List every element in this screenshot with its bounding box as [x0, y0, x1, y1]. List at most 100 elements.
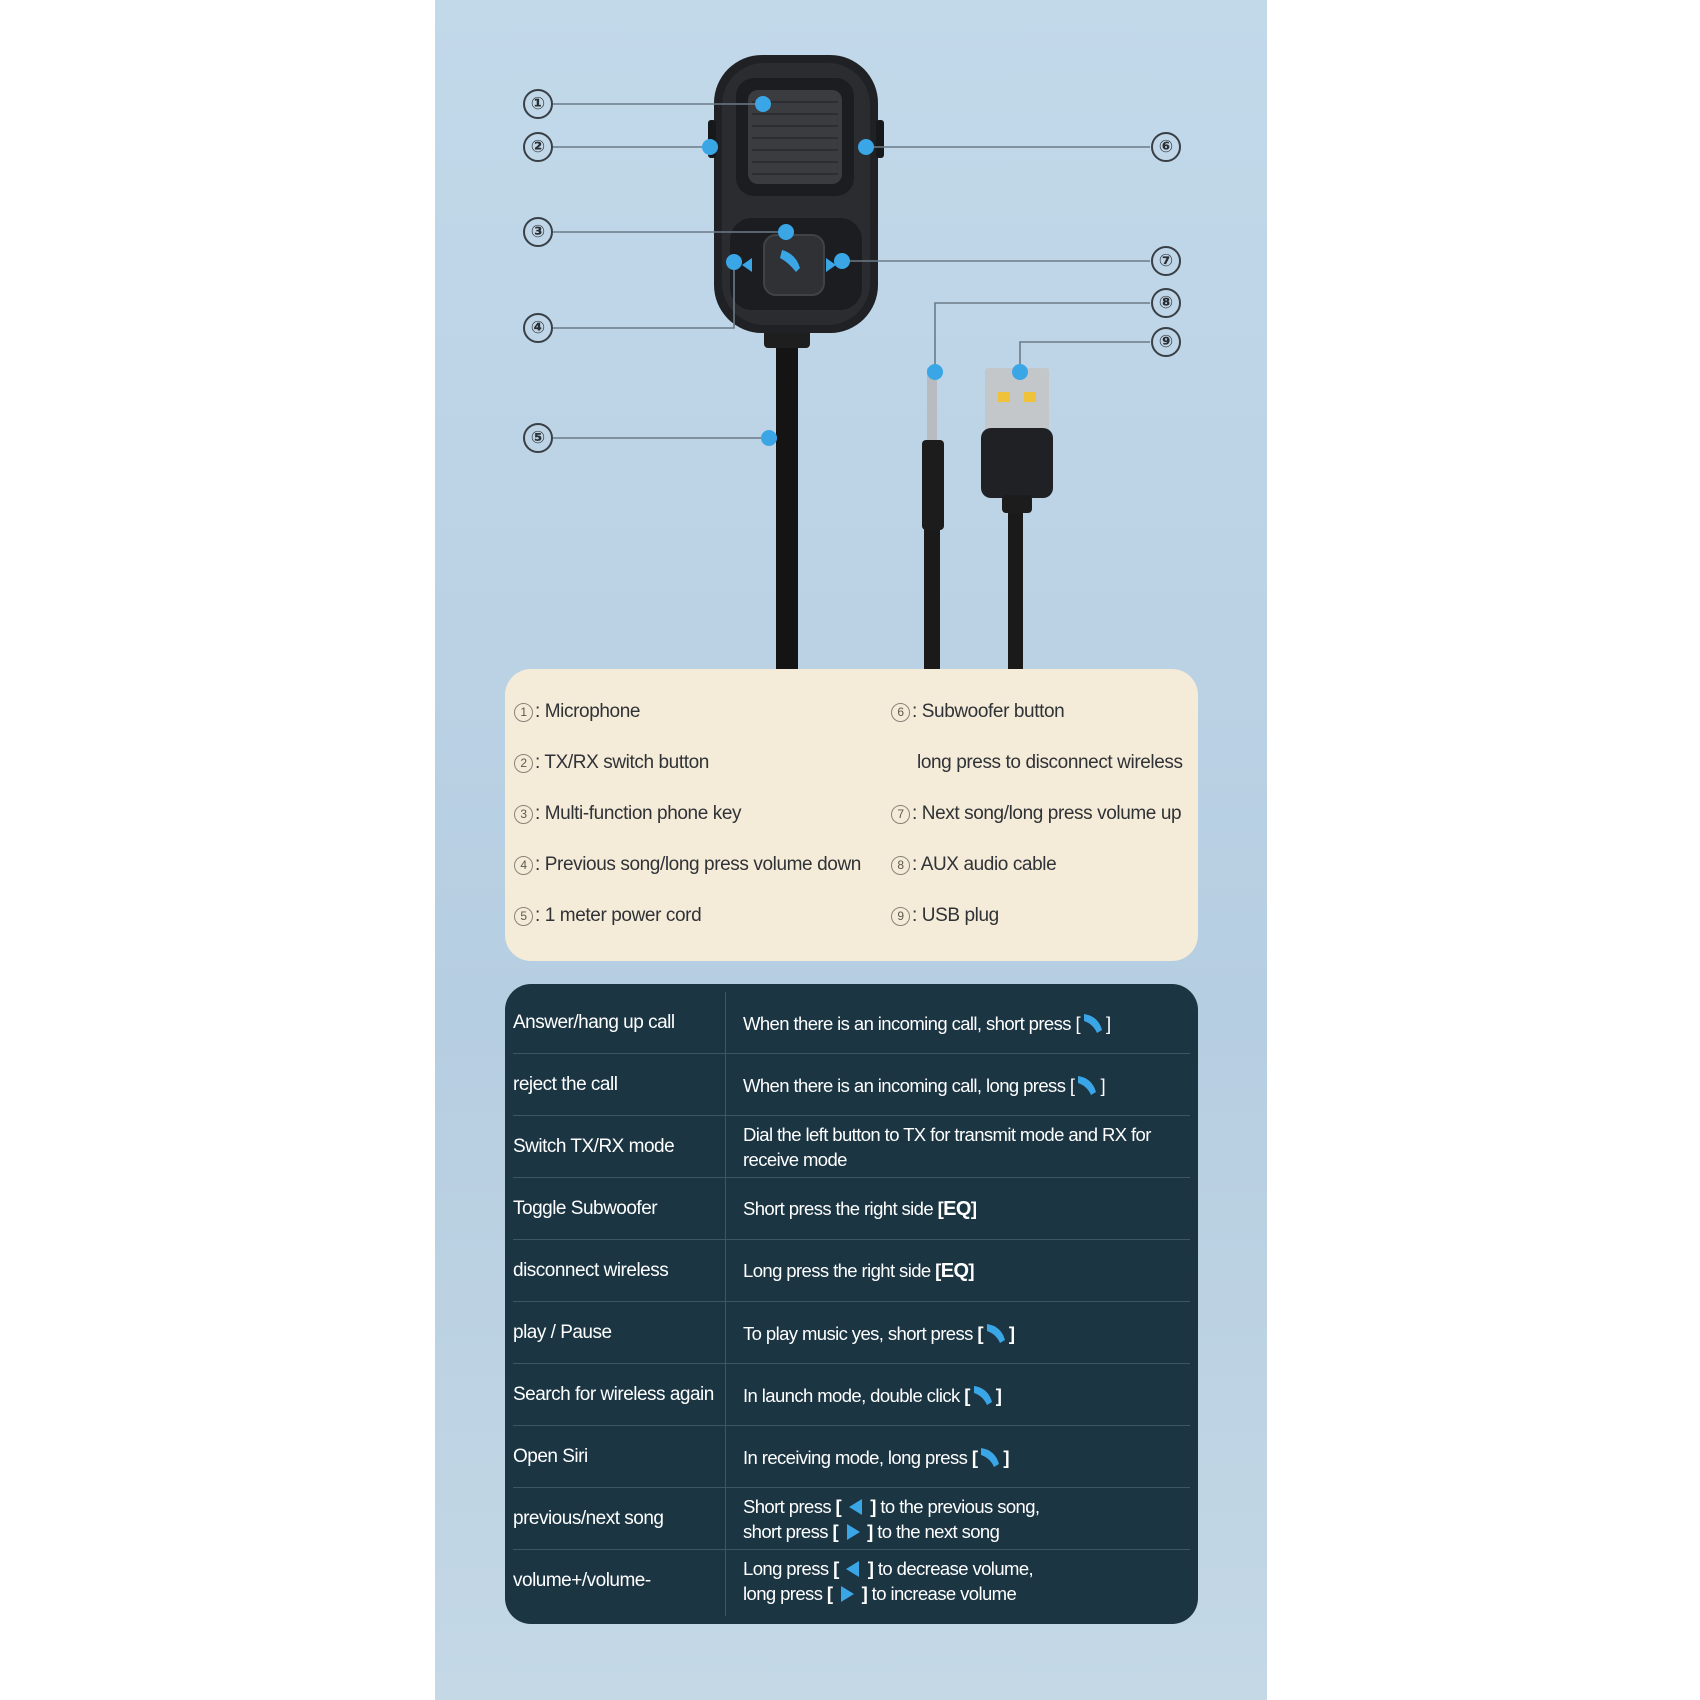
left-arrow-icon [848, 1499, 862, 1515]
description-cell: Long press the right side [EQ] [743, 1260, 975, 1282]
legend-item-6-detail: long press to disconnect wireless [917, 752, 1183, 774]
function-cell: Open Siri [513, 1446, 588, 1467]
table-row: Search for wireless again In launch mode… [505, 1364, 1198, 1426]
row-separator [513, 1549, 1190, 1550]
function-cell: previous/next song [513, 1508, 664, 1529]
legend-label: long press to disconnect wireless [917, 752, 1183, 773]
row-separator [513, 1363, 1190, 1364]
legend-label: : AUX audio cable [912, 854, 1057, 875]
left-arrow-icon [742, 258, 752, 272]
legend-number: 6 [891, 703, 910, 722]
description-cell: Short press the right side [EQ] [743, 1198, 977, 1220]
description-cell: When there is an incoming call, long pre… [743, 1054, 1193, 1116]
marker-1: ① [523, 89, 553, 119]
device-illustration [553, 55, 1150, 670]
legend-label: : Next song/long press volume up [912, 803, 1182, 824]
legend-number: 5 [514, 907, 533, 926]
legend-item-3: 3: Multi-function phone key [514, 803, 742, 825]
marker-2: ② [523, 132, 553, 162]
table-row: play / Pause To play music yes, short pr… [505, 1302, 1198, 1364]
legend-label: : Subwoofer button [912, 701, 1065, 722]
legend-item-4: 4: Previous song/long press volume down [514, 854, 861, 876]
table-row: volume+/volume- Long press [ ] to decrea… [505, 1550, 1198, 1612]
marker-9: ⑨ [1151, 327, 1181, 357]
marker-3: ③ [523, 217, 553, 247]
marker-4: ④ [523, 313, 553, 343]
operations-table: Answer/hang up call When there is an inc… [505, 984, 1198, 1624]
function-cell: play / Pause [513, 1322, 612, 1343]
legend-card: 1: Microphone 2: TX/RX switch button 3: … [505, 669, 1198, 961]
description-cell: Short press [ ] to the previous song, sh… [743, 1496, 1040, 1542]
legend-number: 9 [891, 907, 910, 926]
description-cell: In receiving mode, long press [] [743, 1426, 1193, 1488]
legend-label: : Microphone [535, 701, 641, 722]
description-cell: When there is an incoming call, short pr… [743, 992, 1193, 1054]
legend-label: : Previous song/long press volume down [535, 854, 861, 875]
marker-5: ⑤ [523, 423, 553, 453]
row-separator [513, 1239, 1190, 1240]
legend-item-2: 2: TX/RX switch button [514, 752, 709, 774]
marker-7: ⑦ [1151, 246, 1181, 276]
description-cell: Long press [ ] to decrease volume, long … [743, 1558, 1034, 1604]
table-row: previous/next song Short press [ ] to th… [505, 1488, 1198, 1550]
aux-plug-body [922, 440, 944, 530]
row-separator [513, 1177, 1190, 1178]
legend-label: : USB plug [912, 905, 999, 926]
table-row: reject the call When there is an incomin… [505, 1054, 1198, 1116]
row-separator [513, 1115, 1190, 1116]
legend-item-5: 5: 1 meter power cord [514, 905, 702, 927]
table-row: Open Siri In receiving mode, long press … [505, 1426, 1198, 1488]
table-row: Switch TX/RX mode Dial the left button t… [505, 1116, 1198, 1178]
usb-contact-left [998, 392, 1010, 402]
legend-item-1: 1: Microphone [514, 701, 640, 723]
aux-cable [924, 520, 940, 670]
legend-label: : Multi-function phone key [535, 803, 742, 824]
phone-key-icon [986, 1324, 1005, 1343]
legend-item-8: 8: AUX audio cable [891, 854, 1057, 876]
function-cell: Search for wireless again [513, 1384, 714, 1405]
description-cell: To play music yes, short press [] [743, 1302, 1193, 1364]
table-row: disconnect wireless Long press the right… [505, 1240, 1198, 1302]
legend-item-6: 6: Subwoofer button [891, 701, 1065, 723]
row-separator [513, 1487, 1190, 1488]
function-cell: volume+/volume- [513, 1570, 651, 1591]
legend-number: 7 [891, 805, 910, 824]
left-arrow-icon [846, 1561, 860, 1577]
right-arrow-icon [841, 1586, 855, 1602]
function-cell: disconnect wireless [513, 1260, 669, 1281]
highlight-dots [702, 96, 1028, 446]
eq-label: EQ [940, 1260, 969, 1282]
usb-cable [1008, 505, 1023, 670]
side-button-right [876, 120, 884, 158]
legend-label: : TX/RX switch button [535, 752, 709, 773]
usb-plug-metal [985, 368, 1049, 430]
usb-plug-body [981, 428, 1053, 498]
marker-6: ⑥ [1151, 132, 1181, 162]
marker-8: ⑧ [1151, 288, 1181, 318]
legend-number: 8 [891, 856, 910, 875]
legend-item-7: 7: Next song/long press volume up [891, 803, 1182, 825]
legend-number: 3 [514, 805, 533, 824]
function-cell: Answer/hang up call [513, 1012, 675, 1033]
description-cell: Dial the left button to TX for transmit … [743, 1124, 1151, 1170]
leader-lines [553, 103, 1150, 439]
legend-number: 4 [514, 856, 533, 875]
row-separator [513, 1301, 1190, 1302]
legend-number: 1 [514, 703, 533, 722]
usb-strain [1002, 495, 1032, 513]
function-cell: Toggle Subwoofer [513, 1198, 658, 1219]
phone-key-icon [1078, 1076, 1097, 1095]
power-cord [776, 335, 798, 670]
eq-label: EQ [943, 1198, 971, 1220]
table-row: Answer/hang up call When there is an inc… [505, 992, 1198, 1054]
grille-pattern [752, 101, 838, 175]
aux-plug-tip [927, 368, 937, 440]
function-cell: Switch TX/RX mode [513, 1136, 675, 1157]
legend-number: 2 [514, 754, 533, 773]
phone-key-icon [981, 1448, 1000, 1467]
row-separator [513, 1053, 1190, 1054]
legend-label: : 1 meter power cord [535, 905, 702, 926]
function-cell: reject the call [513, 1074, 618, 1095]
right-arrow-icon [826, 258, 836, 272]
table-row: Toggle Subwoofer Short press the right s… [505, 1178, 1198, 1240]
